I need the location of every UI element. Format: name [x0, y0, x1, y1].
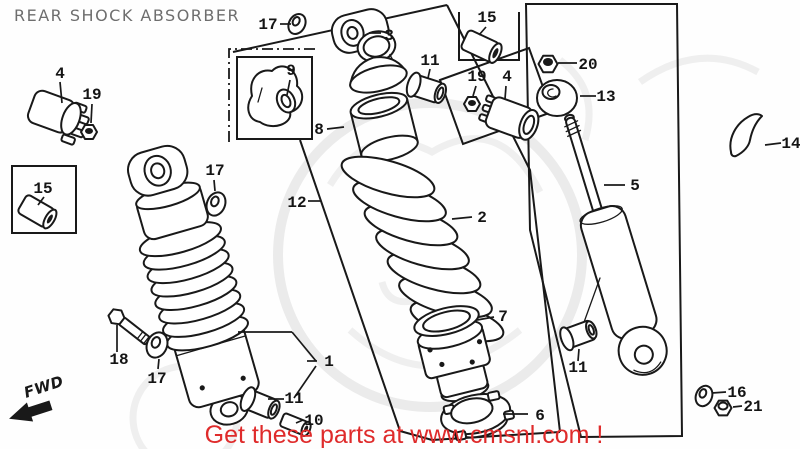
leader-line-16 [711, 391, 727, 394]
leader-line-11 [427, 68, 431, 79]
leader-line-11 [577, 348, 580, 362]
leader-line-2 [451, 216, 473, 220]
cap-4-left [26, 89, 90, 146]
part-callout-17: 17 [147, 370, 166, 388]
part-callout-9: 9 [286, 62, 296, 80]
collar-left-box [11, 165, 77, 234]
washer-17-mid [205, 191, 227, 217]
nut-21 [713, 399, 733, 417]
promo-link[interactable]: Get these parts at www.cmsnl.com ! [205, 421, 604, 449]
leader-line-14 [764, 142, 782, 146]
part-callout-5: 5 [630, 177, 640, 195]
boot-group-box [236, 56, 313, 140]
collar-15-top [460, 29, 503, 64]
leader-line-15 [37, 196, 45, 206]
collar-10 [279, 412, 312, 437]
spring-seat-drawing [413, 305, 491, 403]
damper-unit-drawing [536, 54, 668, 376]
part-callout-13: 13 [596, 88, 615, 106]
part-callout-11: 11 [420, 52, 439, 70]
adjuster-cam-drawing [440, 390, 515, 442]
page-title: REAR SHOCK ABSORBER [14, 6, 240, 25]
bushing-11-left [239, 386, 281, 420]
part-callout-20: 20 [578, 56, 597, 74]
part-callout-11: 11 [568, 359, 587, 377]
leader-line-7 [476, 316, 495, 321]
leader-line-4 [59, 81, 63, 104]
boot-box-outer-border [228, 48, 318, 142]
nut-19-right [463, 96, 481, 112]
part-callout-19: 19 [82, 86, 101, 104]
part-callout-6: 6 [535, 407, 545, 425]
leader-line-19 [472, 85, 477, 97]
part-callout-16: 16 [727, 384, 746, 402]
part-callout-1: 1 [324, 353, 334, 371]
part-callout-10: 10 [304, 412, 323, 430]
upper-mount-and-guide-drawing [330, 8, 419, 163]
assembly-line [582, 277, 601, 326]
leader-line-17 [213, 179, 216, 192]
part-callout-14: 14 [781, 135, 800, 153]
part-callout-15: 15 [477, 9, 496, 27]
leader-line-4 [504, 85, 507, 100]
leader-line-9 [286, 79, 291, 96]
part-callout-21: 21 [743, 398, 762, 416]
fwd-label: FWD [22, 372, 66, 402]
part-callout-15: 15 [33, 180, 52, 198]
fwd-arrow-icon [9, 400, 53, 422]
leader-line-1 [293, 365, 317, 399]
part-callout-8: 8 [314, 121, 324, 139]
collar-15-left [17, 194, 58, 230]
setting-label-14 [729, 113, 763, 158]
leader-line-8 [326, 126, 345, 130]
bushing-11-top [405, 71, 447, 104]
leader-line-1 [291, 331, 317, 362]
washer-17-low [145, 331, 169, 359]
spring-guide-8 [349, 91, 419, 163]
leader-line-17 [157, 358, 160, 370]
part-callout-17: 17 [205, 162, 224, 180]
part-callout-19: 19 [467, 68, 486, 86]
part-callout-4: 4 [55, 65, 65, 83]
part-callout-18: 18 [109, 351, 128, 369]
shock-absorber-assembly-drawing [127, 144, 260, 426]
part-callout-3: 3 [384, 27, 394, 45]
washer-16 [694, 384, 714, 408]
part-callout-4: 4 [502, 68, 512, 86]
part-callout-11: 11 [284, 390, 303, 408]
fwd-indicator: FWD [9, 372, 66, 422]
bolt-18 [107, 308, 151, 346]
part-callout-17: 17 [258, 16, 277, 34]
part-callout-7: 7 [498, 308, 508, 326]
part-callout-2: 2 [477, 209, 487, 227]
part-callout-12: 12 [287, 194, 306, 212]
leader-line-21 [732, 405, 743, 408]
nut-19-left [80, 124, 98, 140]
leader-line-19 [90, 103, 93, 124]
damper-group-box [524, 3, 684, 439]
bushing-11-right [559, 319, 598, 352]
cap-4-right [478, 94, 540, 141]
leader-line-10 [295, 419, 304, 424]
washer-17-top [287, 12, 307, 36]
boot-9 [247, 65, 304, 127]
leader-line-15 [478, 26, 487, 36]
